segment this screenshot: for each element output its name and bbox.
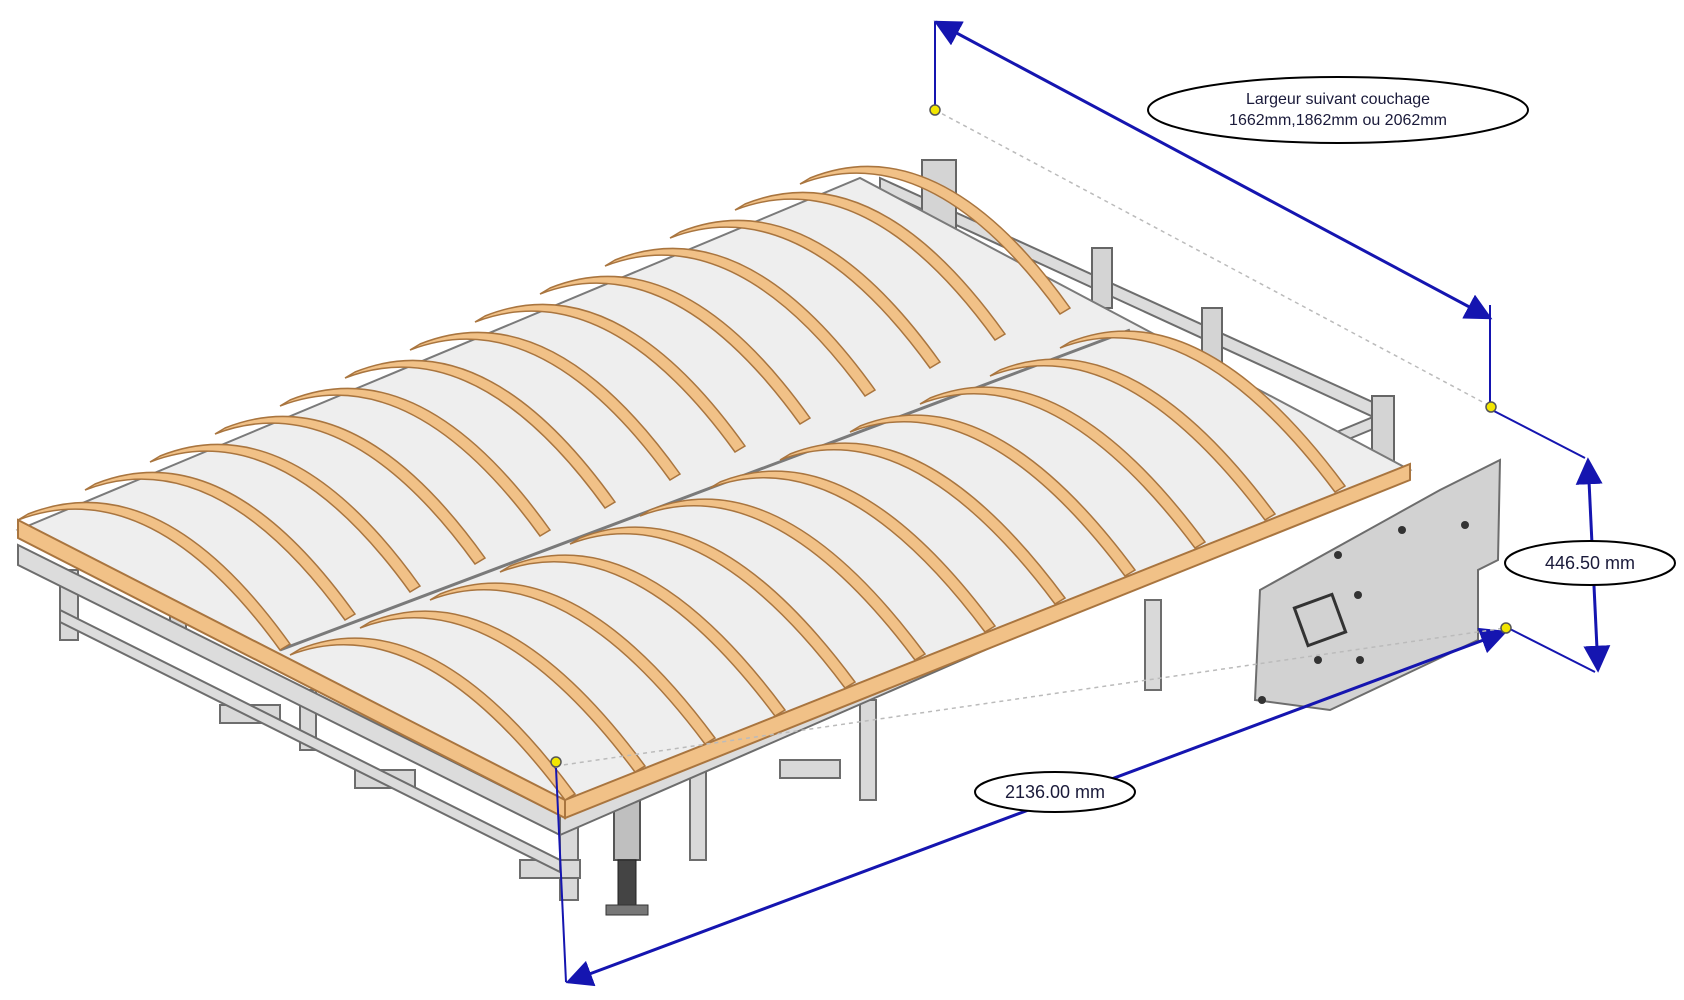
width-dimension: Largeur suivant couchage 1662mm,1862mm o… [933,20,1529,408]
ref-point-right [1485,401,1497,413]
slats-left [17,165,1072,651]
height-label-bubble [1504,540,1676,586]
ref-point-bottom-right [1500,622,1512,634]
dimension-annotations: Largeur suivant couchage 1662mm,1862mm o… [550,20,1676,987]
width-note-line2: 1662mm,1862mm ou 2062mm [1229,112,1447,129]
center-divider [279,328,1131,652]
ref-point-top [929,104,941,116]
length-label: 2136.00 mm [1005,782,1105,802]
length-label-bubble [974,771,1136,813]
width-note-bubble [1147,76,1529,144]
width-arrow [933,20,1493,320]
reference-points [550,104,1512,768]
height-label: 446.50 mm [1545,553,1635,573]
ref-point-front [550,756,562,768]
width-note-line1: Largeur suivant couchage [1246,91,1430,108]
bed-frame-illustration [15,159,1502,916]
length-dimension: 2136.00 mm [555,627,1508,987]
height-dimension: 446.50 mm [1491,409,1676,673]
adjustable-foot [605,799,649,916]
slats-right [289,330,1347,801]
